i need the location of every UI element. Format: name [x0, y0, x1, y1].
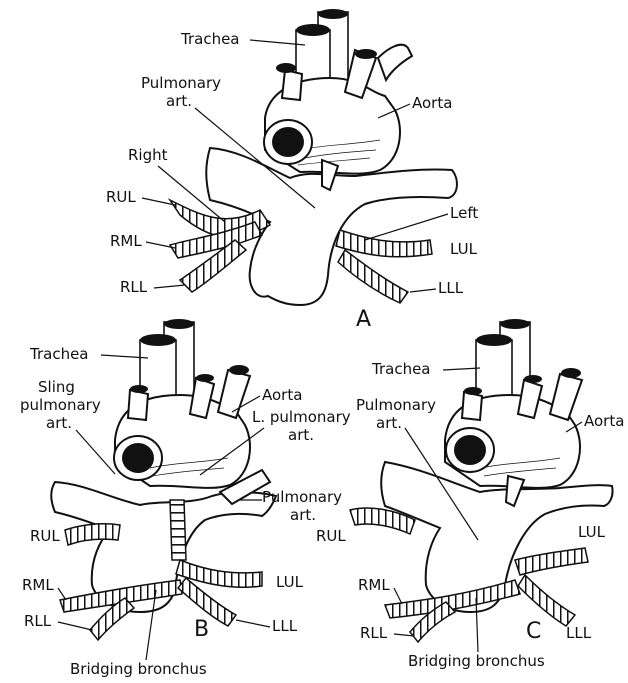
panel-letter-a: A	[356, 307, 371, 332]
panel-b: Trachea Sling pulmonary art. Aorta L. pu…	[20, 319, 351, 678]
label-rul-c: RUL	[316, 527, 346, 545]
label-pulmonary-art-a-line2: art.	[166, 92, 192, 110]
label-trachea-b: Trachea	[29, 345, 89, 363]
label-left-a: Left	[450, 204, 478, 222]
leader-rll-a	[154, 285, 185, 288]
label-rul-b: RUL	[30, 527, 60, 545]
label-lpulm-b-line2: art.	[288, 426, 314, 444]
label-rul-a: RUL	[106, 188, 136, 206]
label-bridging-b: Bridging bronchus	[70, 660, 207, 678]
leader-rll-b	[58, 622, 92, 630]
leader-rml-b	[58, 588, 66, 600]
panel-c: Trachea Pulmonary art. Aorta RUL RML RLL…	[316, 319, 624, 670]
label-pulm-b-line2: art.	[290, 506, 316, 524]
panel-a: Trachea Pulmonary art. Aorta Right Left …	[106, 9, 478, 332]
label-trachea-c: Trachea	[371, 360, 431, 378]
panel-letter-c: C	[526, 619, 541, 644]
leader-lll-b	[236, 620, 270, 627]
label-bridging-c: Bridging bronchus	[408, 652, 545, 670]
label-sling-b-line1: Sling	[38, 378, 75, 396]
label-trachea-a: Trachea	[180, 30, 240, 48]
leader-sling-b	[76, 430, 115, 474]
label-rml-c: RML	[358, 576, 390, 594]
left-bronchi-a	[336, 230, 432, 303]
label-lll-c: LLL	[566, 624, 592, 642]
label-aorta-c: Aorta	[584, 412, 624, 430]
label-pulm-c-line1: Pulmonary	[356, 396, 436, 414]
label-sling-b-line2: pulmonary	[20, 396, 101, 414]
label-rll-a: RLL	[120, 278, 148, 296]
label-lul-b: LUL	[276, 573, 304, 591]
label-right-a: Right	[128, 146, 168, 164]
label-pulmonary-art-a-line1: Pulmonary	[141, 74, 221, 92]
label-rll-b: RLL	[24, 612, 52, 630]
label-lul-a: LUL	[450, 240, 478, 258]
label-rml-a: RML	[110, 232, 142, 250]
label-aorta-b: Aorta	[262, 386, 302, 404]
leader-rul-a	[142, 198, 175, 205]
label-lpulm-b-line1: L. pulmonary	[252, 408, 351, 426]
label-rml-b: RML	[22, 576, 54, 594]
label-rll-c: RLL	[360, 624, 388, 642]
label-lll-b: LLL	[272, 617, 298, 635]
label-lll-a: LLL	[438, 279, 464, 297]
label-pulm-b-line1: Pulmonary	[262, 488, 342, 506]
label-pulm-c-line2: art.	[376, 414, 402, 432]
leader-trachea-c	[443, 368, 480, 370]
panel-letter-b: B	[194, 617, 209, 642]
label-lul-c: LUL	[578, 523, 606, 541]
leader-rml-c	[394, 588, 402, 604]
label-sling-b-line3: art.	[46, 414, 72, 432]
leader-lll-a	[410, 289, 436, 292]
leader-left-a	[365, 214, 448, 240]
label-aorta-a: Aorta	[412, 94, 452, 112]
